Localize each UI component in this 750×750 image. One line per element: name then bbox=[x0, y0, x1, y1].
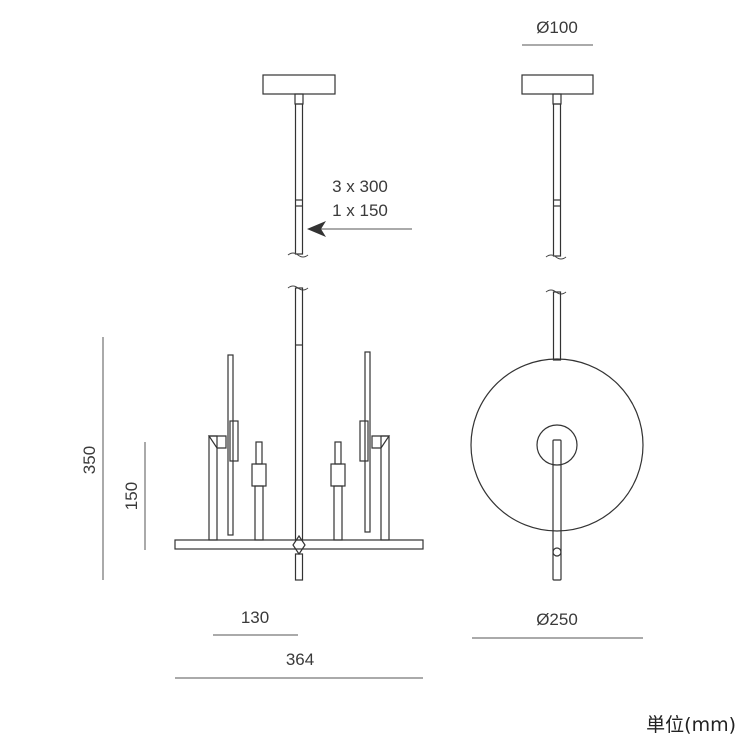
right-candle-stem bbox=[333, 485, 343, 541]
left-candle-tip bbox=[255, 441, 263, 465]
side-upper-rod bbox=[552, 103, 562, 257]
side-lower-rod bbox=[552, 291, 562, 361]
left-tall-blade bbox=[227, 354, 234, 536]
extension-arrow: 3 x 300 1 x 150 bbox=[307, 177, 412, 237]
left-candle-stem bbox=[254, 485, 264, 541]
extension-rods-line1: 3 x 300 bbox=[332, 177, 388, 196]
front-lower-rod bbox=[294, 287, 304, 541]
side-view: Ø100 Ø250 bbox=[470, 18, 644, 639]
left-outer-arm bbox=[208, 435, 218, 541]
front-center-diamond bbox=[292, 534, 306, 556]
right-candle-tip bbox=[334, 441, 342, 465]
front-canopy bbox=[262, 74, 336, 95]
side-disc bbox=[470, 358, 644, 532]
right-arm-bracket bbox=[371, 435, 391, 449]
right-tall-blade bbox=[364, 351, 371, 533]
extension-rods-line2: 1 x 150 bbox=[332, 201, 388, 220]
side-break-top bbox=[545, 254, 567, 260]
width-total-label: 364 bbox=[286, 650, 314, 669]
arrow-head bbox=[307, 221, 326, 237]
left-candle-holder bbox=[251, 463, 267, 487]
side-disc-hub bbox=[536, 424, 578, 466]
left-blade-clamp bbox=[229, 420, 239, 462]
vertical-dimensions: 350 150 bbox=[80, 337, 146, 580]
right-candle-holder bbox=[330, 463, 346, 487]
unit-label: 単位(mm) bbox=[646, 714, 736, 736]
front-upper-rod bbox=[294, 103, 304, 255]
right-blade-clamp bbox=[359, 420, 369, 462]
front-crossbar bbox=[174, 539, 424, 550]
height-total-label: 350 bbox=[80, 446, 99, 474]
front-rod-connector bbox=[294, 93, 304, 105]
front-view bbox=[174, 74, 424, 581]
horizontal-dimensions-front: 130 364 bbox=[175, 608, 423, 679]
left-arm-bracket bbox=[207, 435, 227, 449]
right-outer-arm bbox=[380, 435, 390, 541]
top-diameter-label: Ø100 bbox=[536, 18, 578, 37]
side-canopy bbox=[521, 74, 594, 95]
side-rod-connector bbox=[552, 93, 562, 105]
disc-diameter-label: Ø250 bbox=[536, 610, 578, 629]
height-candle-label: 150 bbox=[122, 482, 141, 510]
side-stem-knob bbox=[552, 547, 562, 557]
front-break-top bbox=[287, 252, 309, 258]
arm-spacing-label: 130 bbox=[241, 608, 269, 627]
front-bottom-finial bbox=[294, 553, 304, 581]
side-hanging-stem bbox=[552, 439, 562, 581]
